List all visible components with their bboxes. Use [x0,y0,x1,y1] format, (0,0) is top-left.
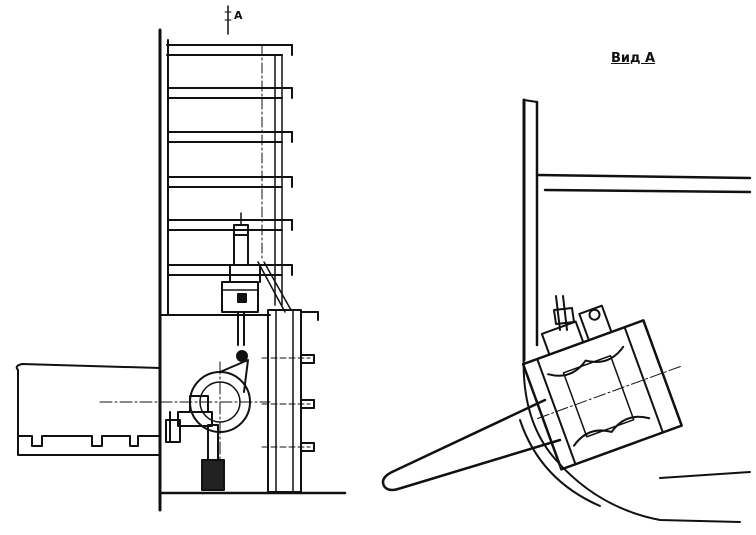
shelf-3 [167,176,293,188]
tapered-shaft [381,398,562,492]
shelving-frame [159,39,293,316]
gearbox-housing [221,264,261,346]
motor-unit [165,395,225,491]
section-mark-label: A [234,9,243,22]
drive-wheel [99,350,271,461]
view-a-drawing [381,98,752,523]
side-elevation-view [15,5,347,512]
machine-base [15,363,161,456]
shelf-1 [167,87,293,99]
beam [535,173,752,180]
bearing-housing [521,304,684,471]
guide-column [261,309,319,493]
valve-fitting [553,295,575,331]
rotor-base [519,349,751,523]
shelf-2 [167,131,293,143]
view-a-title: Вид А [611,51,656,66]
support-strut [257,261,286,313]
shelf-4 [167,219,293,231]
